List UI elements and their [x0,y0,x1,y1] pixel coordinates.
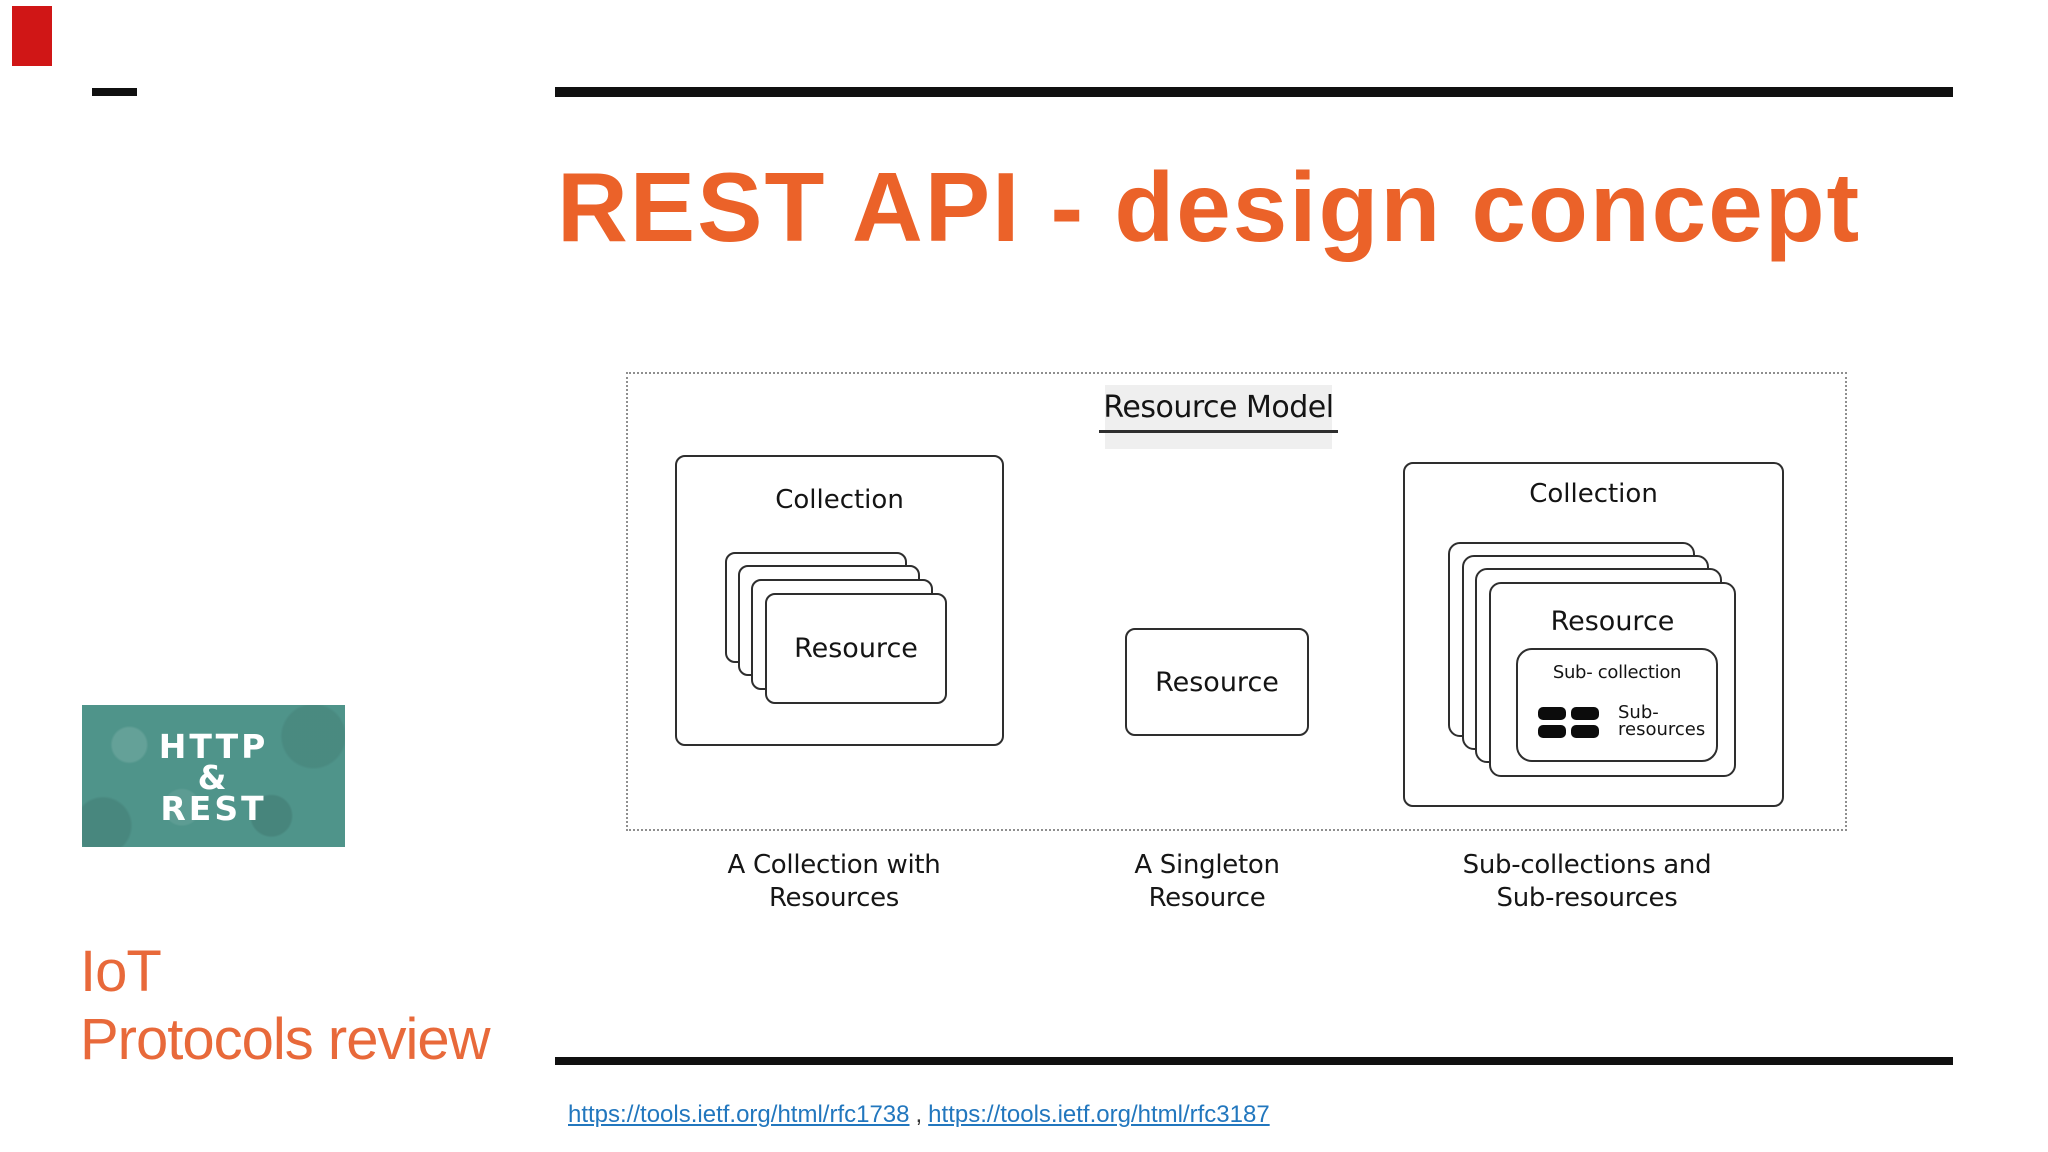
sub-resource-pill [1571,725,1599,738]
caption-collection-line1: A Collection with [727,850,941,880]
badge-line-rest: REST [160,788,267,828]
resource-model-heading-box: Resource Model [1099,385,1338,449]
caption-subcollections-line1: Sub-collections and [1462,850,1712,880]
caption-singleton-line2: Resource [1148,883,1266,913]
caption-collection-line2: Resources [768,883,900,913]
header-rule [555,87,1953,97]
sub-collection-box: Sub- collection Sub- resources [1516,648,1718,762]
caption-subcollections: Sub-collections and Sub-resources [1387,849,1787,915]
collection-label-right: Collection [1529,479,1658,509]
collection-label-left: Collection [775,485,904,515]
http-rest-badge: HTTP & REST [82,705,345,847]
sub-resource-pill [1538,707,1566,720]
resource-model-heading: Resource Model [1099,390,1338,433]
sub-resources-label: Sub- resources [1618,702,1706,740]
footer-left-line1: IoT [80,939,162,1004]
badge-line-amp: & [197,757,230,797]
resource-card-left: Resource [765,593,947,704]
sub-resources-label-line2: resources [1618,719,1706,740]
slide-title: REST API - design concept [557,152,1862,262]
resource-card-right: Resource Sub- collection Sub- resources [1489,582,1736,777]
resource-label-singleton: Resource [1155,666,1279,698]
sub-collection-label: Sub- collection [1552,662,1682,683]
footer-left-text: IoT Protocols review [80,938,490,1074]
sub-resource-pill [1538,725,1566,738]
red-accent-bar [12,6,52,66]
footer-left-line2: Protocols review [80,1007,490,1072]
sub-resources-grid [1538,707,1602,738]
footer-links: https://tools.ietf.org/html/rfc1738,http… [568,1100,1270,1130]
badge-line-http: HTTP [158,726,269,766]
links-separator: , [915,1101,923,1128]
rfc1738-link[interactable]: https://tools.ietf.org/html/rfc1738 [568,1101,910,1128]
singleton-resource-card: Resource [1125,628,1309,736]
header-dash-rule [92,88,137,96]
resource-label-right: Resource [1550,606,1675,637]
resource-label-left: Resource [794,633,918,664]
caption-subcollections-line2: Sub-resources [1496,883,1678,913]
caption-singleton-line1: A Singleton [1134,850,1280,880]
rfc3187-link[interactable]: https://tools.ietf.org/html/rfc3187 [928,1101,1270,1128]
sub-resources-label-line1: Sub- [1618,702,1659,723]
caption-collection: A Collection with Resources [634,849,1034,915]
caption-singleton: A Singleton Resource [1057,849,1357,915]
sub-resource-pill [1571,707,1599,720]
diagram-frame [626,372,1847,831]
footer-rule [555,1057,1953,1065]
